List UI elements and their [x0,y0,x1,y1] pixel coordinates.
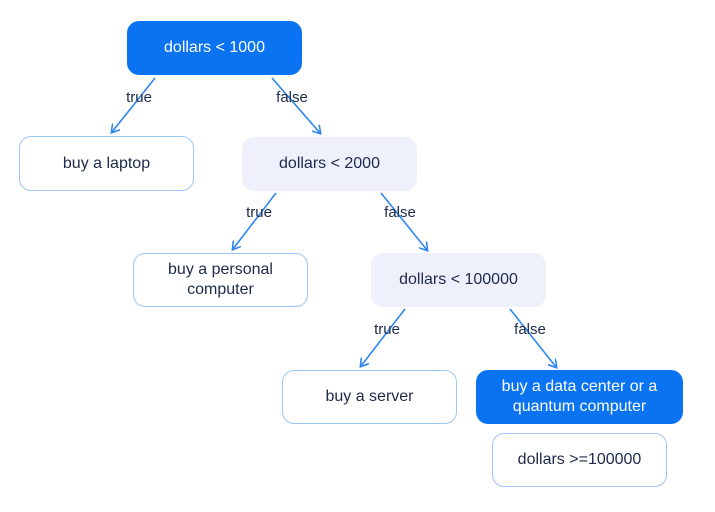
node-root-dollars-lt-1000: dollars < 1000 [127,21,302,75]
node-dollars-lt-2000-label: dollars < 2000 [279,155,380,172]
edge-label-root-true: true [126,89,152,106]
node-buy-data-center-or-quantum-computer: buy a data center or a quantum computer [476,370,683,424]
arrow-2000-true [233,192,277,249]
edge-label-100000-false: false [514,321,546,338]
arrow-root-true [112,77,156,132]
node-dollars-gte-100000-label: dollars >=100000 [517,451,642,468]
node-dollars-gte-100000-note: dollars >=100000 [492,433,667,487]
node-buy-data-center-label: buy a data center or a quantum computer [501,378,658,415]
edge-label-100000-true: true [374,321,400,338]
arrow-100000-false [509,308,556,367]
node-dollars-lt-2000: dollars < 2000 [242,137,417,191]
node-buy-personal-computer-label: buy a personal computer [168,261,273,298]
edge-label-2000-true: true [246,204,272,221]
node-buy-server-label: buy a server [325,388,414,405]
node-root-label: dollars < 1000 [164,39,265,56]
node-buy-server: buy a server [282,370,457,424]
arrow-2000-false [380,192,427,250]
node-buy-laptop-label: buy a laptop [62,154,151,172]
edge-label-2000-false: false [384,204,416,221]
node-dollars-lt-100000: dollars < 100000 [371,253,546,307]
arrow-100000-true [361,308,406,366]
node-buy-personal-computer: buy a personal computer [133,253,308,307]
edge-label-root-false: false [276,89,308,106]
node-buy-laptop: buy a laptop [19,136,194,191]
node-dollars-lt-100000-label: dollars < 100000 [399,271,518,288]
arrow-root-false [271,77,320,133]
